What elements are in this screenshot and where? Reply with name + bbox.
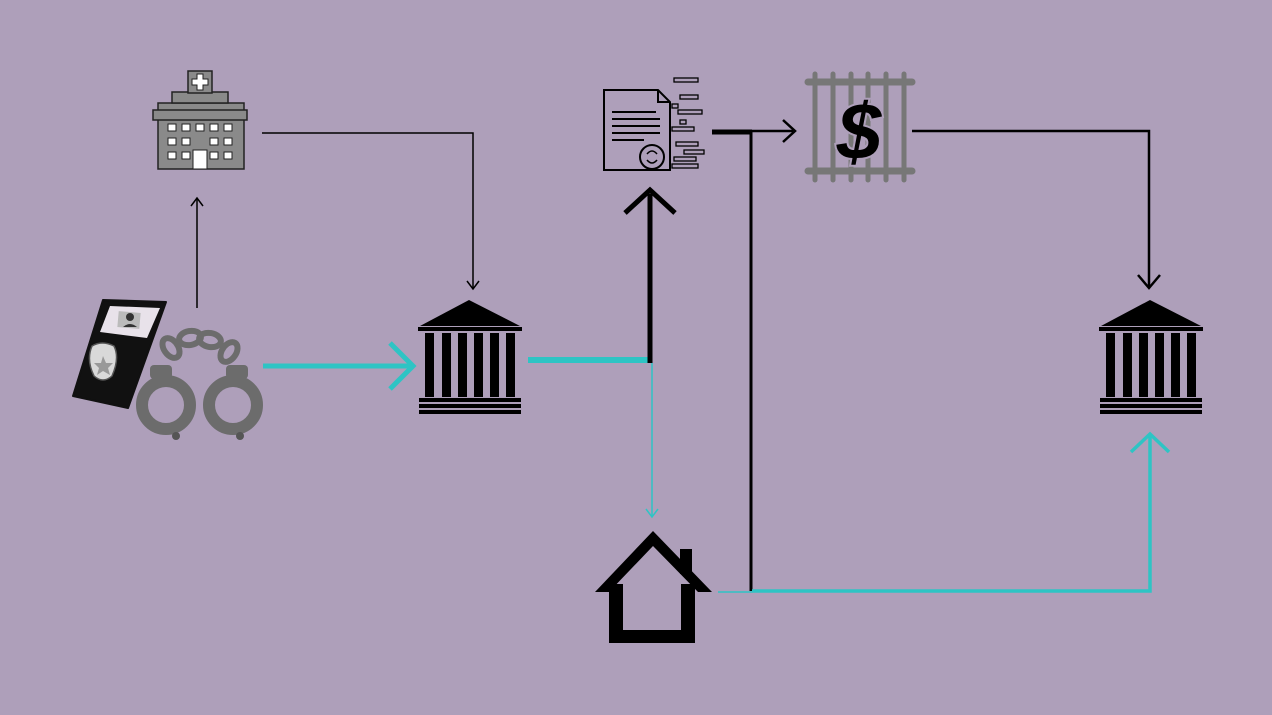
handcuffs-icon <box>136 327 263 440</box>
edge-arrest-to-hospital <box>190 196 204 308</box>
police-badge-handcuffs-icon <box>72 299 263 440</box>
edge-court-1-to-bail-document <box>623 186 677 363</box>
jail-bars-dollar-icon: $ <box>804 71 916 183</box>
police-badge-icon <box>72 299 167 409</box>
courthouse-icon-2 <box>1099 300 1203 414</box>
bail-document-icon <box>603 77 705 171</box>
svg-text:$: $ <box>836 87 883 176</box>
edge-bail-document-to-cash-bail <box>712 119 797 143</box>
edge-hospital-to-court-1 <box>262 132 480 291</box>
paper-edge-marks <box>671 77 705 169</box>
house-icon <box>595 531 712 643</box>
edge-arrest-to-court-1 <box>263 341 417 391</box>
edge-court-1-to-home <box>645 363 659 519</box>
edge-home-to-court-2 <box>718 431 1171 593</box>
connectors <box>190 119 1171 593</box>
hospital-icon <box>152 70 248 170</box>
edge-cash-bail-to-court-2 <box>912 129 1161 290</box>
courthouse-icon-1 <box>418 300 522 414</box>
